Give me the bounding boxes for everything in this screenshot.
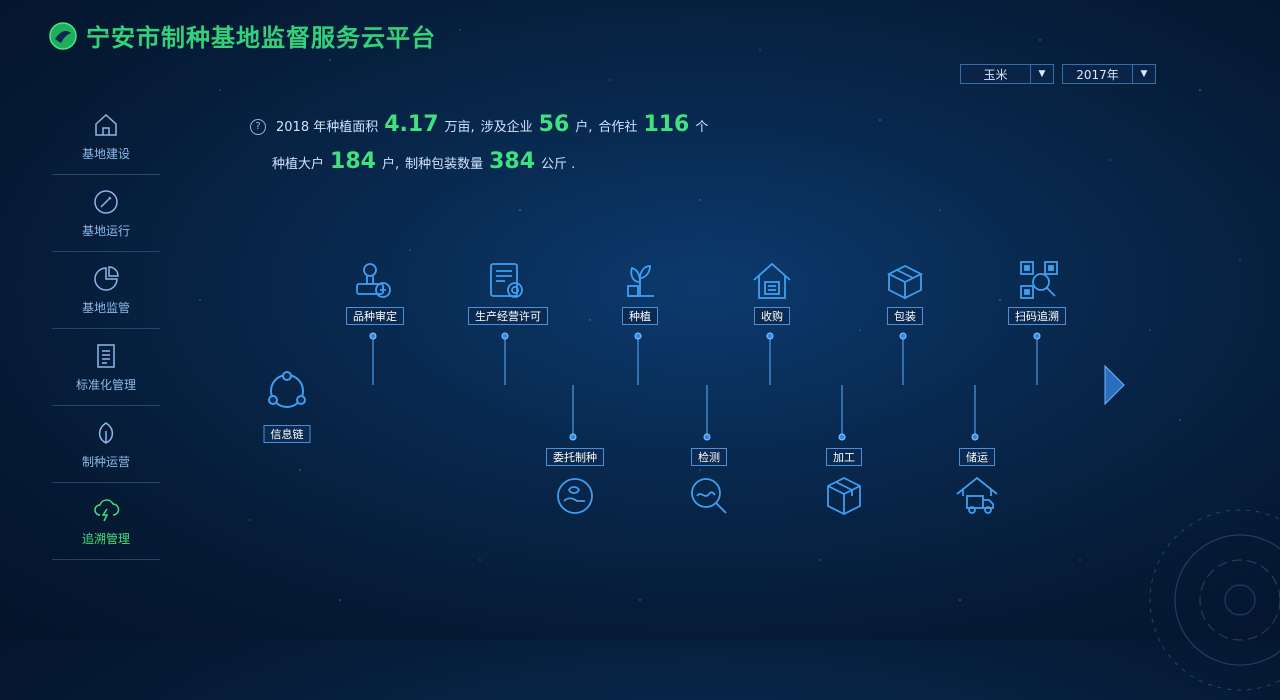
summary-text: 种植大户 xyxy=(272,157,325,172)
timeline-node-info-chain[interactable]: 信息链 xyxy=(263,425,311,443)
timeline-node-inspection[interactable]: 检测 xyxy=(691,448,727,466)
share-chain-icon xyxy=(268,371,306,408)
cloud-bolt-icon xyxy=(94,498,120,521)
seed-leaf-icon xyxy=(98,421,114,444)
crop-select[interactable]: 玉米 ▼ xyxy=(960,64,1054,84)
summary-row-2: 种植大户 184 户, 制种包装数量 384 公斤 . xyxy=(250,145,708,182)
summary-text: 合作社 xyxy=(598,120,638,135)
timeline-node-commissioned-seed[interactable]: 委托制种 xyxy=(546,448,604,466)
timeline-node-processing[interactable]: 加工 xyxy=(826,448,862,466)
summary-value: 184 xyxy=(330,149,376,174)
year-select-value: 2017年 xyxy=(1076,67,1119,82)
sidebar-item-standardization[interactable]: 标准化管理 xyxy=(52,329,160,406)
timeline-node-storage-transport[interactable]: 储运 xyxy=(959,448,995,466)
summary-value: 4.17 xyxy=(384,112,439,137)
warehouse-truck-icon xyxy=(956,476,998,514)
summary-text: 制种包装数量 xyxy=(405,157,484,172)
timeline-node-business-license[interactable]: 生产经营许可 xyxy=(468,307,548,325)
package-box-icon xyxy=(886,264,924,300)
help-icon[interactable]: ? xyxy=(250,118,266,135)
summary-unit: 万亩, xyxy=(444,120,475,135)
sidebar-item-label: 基地监管 xyxy=(81,300,130,315)
sidebar-item-base-supervision[interactable]: 基地监管 xyxy=(52,252,160,329)
summary-unit: 户, xyxy=(575,120,593,135)
edit-circle-icon xyxy=(94,189,118,214)
sidebar-item-label: 标准化管理 xyxy=(75,377,136,392)
summary-unit: 公斤 . xyxy=(541,157,576,172)
sidebar-item-seed-operation[interactable]: 制种运营 xyxy=(52,406,160,483)
summary-unit: 户, xyxy=(381,157,400,172)
arrow-head-icon xyxy=(1104,364,1125,406)
processing-box-icon xyxy=(827,476,861,516)
document-list-icon xyxy=(97,343,115,368)
summary-text: 2018 年种植面积 xyxy=(276,120,379,135)
timeline-node-purchase[interactable]: 收购 xyxy=(754,307,790,325)
purchase-house-icon xyxy=(753,262,791,299)
sidebar-item-label: 基地运行 xyxy=(81,223,130,238)
sidebar-item-label: 基地建设 xyxy=(81,146,130,161)
license-certificate-icon xyxy=(490,263,523,298)
summary-row-1: ? 2018 年种植面积 4.17 万亩, 涉及企业 56 户, 合作社 116… xyxy=(250,108,708,145)
summary-value: 56 xyxy=(538,112,570,137)
radar-decoration xyxy=(1149,509,1280,691)
timeline-node-scan-trace[interactable]: 扫码追溯 xyxy=(1008,307,1066,325)
crop-select-value: 玉米 xyxy=(983,67,1008,82)
summary-value: 116 xyxy=(643,112,690,137)
summary-value: 384 xyxy=(489,149,536,174)
timeline-node-variety-approval[interactable]: 品种审定 xyxy=(346,307,404,325)
app-title: 宁安市制种基地监督服务云平台 xyxy=(86,24,436,52)
app-header: 宁安市制种基地监督服务云平台 xyxy=(48,18,436,53)
pie-chart-icon xyxy=(94,265,119,291)
timeline-node-packaging[interactable]: 包装 xyxy=(887,307,923,325)
sidebar-item-base-operation[interactable]: 基地运行 xyxy=(52,175,160,252)
summary-text: 涉及企业 xyxy=(480,120,533,135)
chevron-down-icon[interactable]: ▼ xyxy=(1132,65,1155,83)
commission-hand-icon xyxy=(557,478,593,514)
logo-icon xyxy=(49,21,77,50)
sidebar-item-traceability[interactable]: 追溯管理 xyxy=(52,483,160,560)
summary-unit: 个 xyxy=(695,120,709,135)
summary-panel: ? 2018 年种植面积 4.17 万亩, 涉及企业 56 户, 合作社 116… xyxy=(250,108,708,182)
sidebar-item-base-construction[interactable]: 基地建设 xyxy=(52,98,160,175)
chevron-down-icon[interactable]: ▼ xyxy=(1030,65,1053,83)
sidebar: 基地建设 基地运行 基地监管 标准化管理 制种运营 追溯管理 xyxy=(52,98,160,560)
inspection-magnifier-icon xyxy=(691,478,727,514)
sidebar-item-label: 制种运营 xyxy=(81,454,130,469)
plant-cultivation-icon xyxy=(627,265,654,297)
timeline-node-planting[interactable]: 种植 xyxy=(622,307,658,325)
home-icon xyxy=(95,113,117,136)
year-select[interactable]: 2017年 ▼ xyxy=(1062,64,1156,84)
qr-scan-icon xyxy=(1020,261,1058,299)
filter-bar: 玉米 ▼ 2017年 ▼ xyxy=(960,64,1156,84)
stamp-certification-icon xyxy=(356,263,391,298)
sidebar-item-label: 追溯管理 xyxy=(81,531,130,546)
